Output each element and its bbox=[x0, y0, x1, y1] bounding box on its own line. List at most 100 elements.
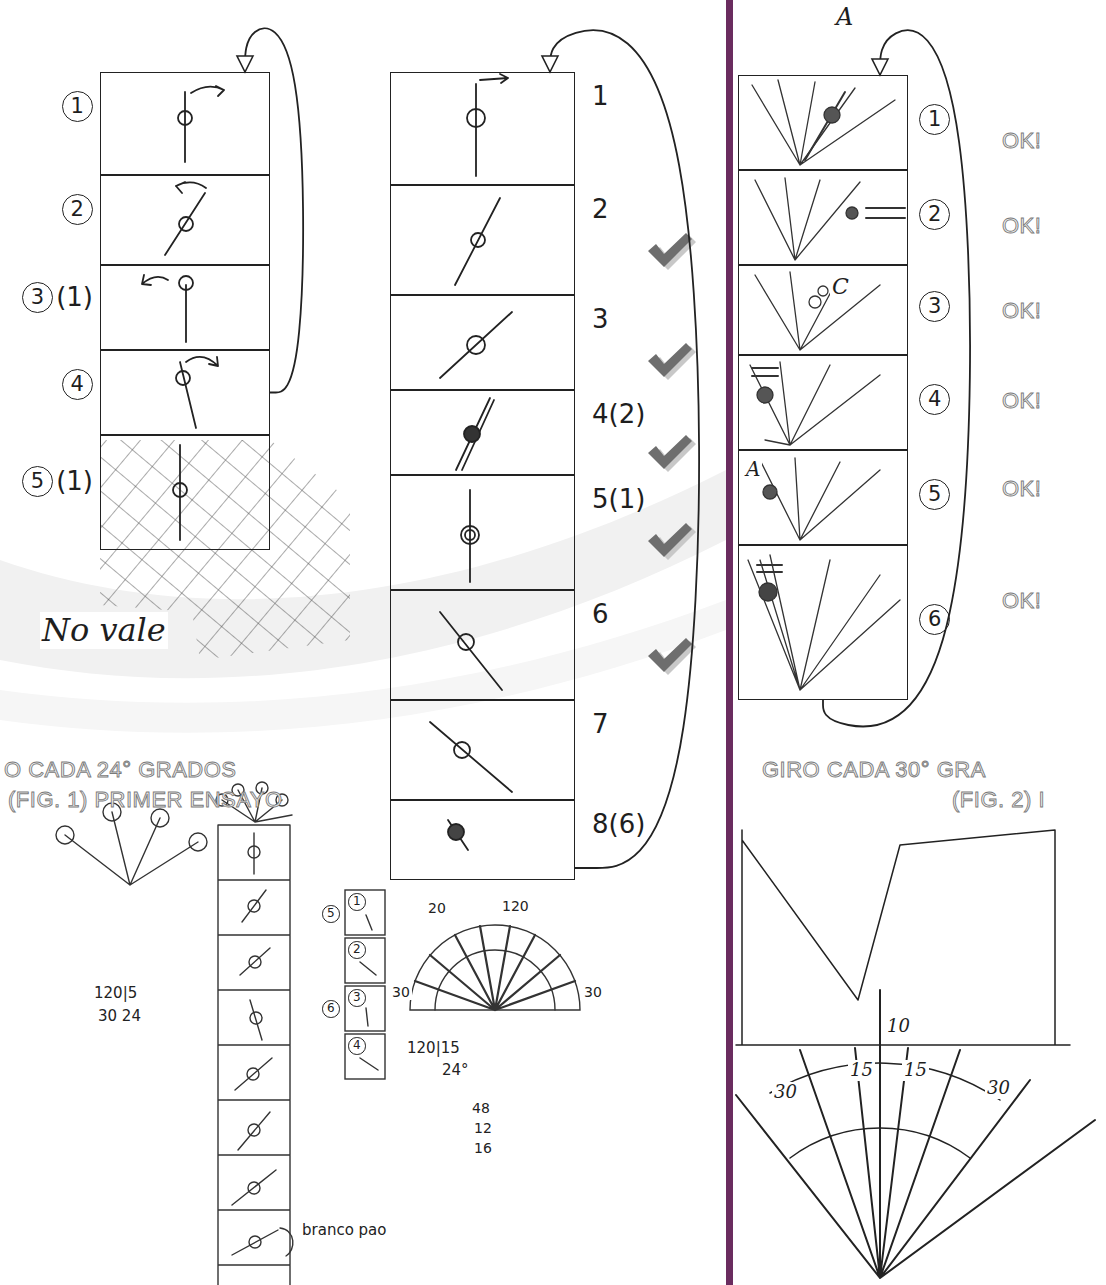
sketch-stroke bbox=[648, 638, 696, 675]
sketch-stroke bbox=[648, 343, 696, 380]
rod-sketch bbox=[471, 233, 485, 247]
frame-number: 6 bbox=[919, 604, 950, 635]
frame-number: 3 bbox=[919, 291, 950, 322]
calculation-text: 120|15 bbox=[405, 1040, 462, 1057]
sketch-stroke bbox=[648, 638, 692, 672]
frame-number: 2 bbox=[919, 199, 950, 230]
film-frame: 3(1) bbox=[100, 265, 270, 350]
sketch-stroke bbox=[648, 435, 692, 469]
film-frame: 4 bbox=[738, 355, 908, 450]
rotation-study-sketch bbox=[249, 1236, 261, 1248]
rotation-study-sketch bbox=[248, 1182, 260, 1194]
fan-sketch bbox=[846, 207, 858, 219]
callout-number: 3 bbox=[348, 989, 366, 1007]
fan-sketch bbox=[818, 286, 828, 296]
loop-arrow bbox=[550, 30, 699, 868]
status-text: OK! bbox=[1002, 388, 1041, 413]
film-frame: 5(1) bbox=[390, 475, 575, 590]
rod-sketch bbox=[440, 612, 502, 690]
film-frame: 1 bbox=[390, 72, 575, 185]
rod-sketch bbox=[165, 182, 206, 255]
rotation-study-sketch bbox=[248, 846, 260, 858]
angle-diagram bbox=[790, 1128, 970, 1158]
angle-label: 30 bbox=[772, 1082, 799, 1103]
frame-number: 2 bbox=[592, 194, 609, 225]
fan-sketch bbox=[809, 296, 821, 308]
calculation-text: 120|5 bbox=[92, 985, 139, 1002]
rod-sketch bbox=[448, 820, 468, 850]
protractor-sketch bbox=[345, 938, 385, 983]
callout-number: 5 bbox=[322, 905, 340, 923]
fan-sketch bbox=[748, 80, 905, 690]
rotation-study-sketch bbox=[280, 1228, 293, 1256]
film-frame: 5 bbox=[738, 450, 908, 545]
rod-sketch bbox=[179, 445, 181, 540]
frame-number: 5(1) bbox=[592, 484, 645, 515]
frame-number: 1 bbox=[592, 81, 609, 112]
frame-number: 1 bbox=[919, 104, 950, 135]
fan-sketch bbox=[757, 565, 782, 572]
frame-number: 4 bbox=[62, 369, 93, 400]
film-frame: 3 bbox=[390, 295, 575, 390]
rotation-study-sketch bbox=[232, 833, 278, 1255]
fan-sketch bbox=[763, 485, 777, 499]
angle-label: 10 bbox=[885, 1016, 912, 1037]
figure-caption: O CADA 24° GRADOS bbox=[4, 757, 236, 782]
film-frame: 3 bbox=[738, 265, 908, 355]
angle-label: 15 bbox=[902, 1060, 929, 1081]
status-text: OK! bbox=[1002, 588, 1041, 613]
frame-number: 2 bbox=[919, 199, 950, 230]
frame-number: 2 bbox=[62, 194, 93, 225]
sketch-stroke bbox=[648, 523, 696, 560]
rod-sketch bbox=[173, 483, 187, 497]
angle-diagram bbox=[736, 990, 1095, 1278]
protractor-sketch bbox=[345, 890, 385, 935]
frame-number: 3 bbox=[22, 282, 53, 313]
rod-sketch bbox=[456, 398, 494, 470]
rotation-study-sketch bbox=[56, 782, 293, 1285]
loop-arrow bbox=[823, 30, 970, 726]
frame-number: 6 bbox=[592, 599, 609, 630]
film-frame: 8(6) bbox=[390, 800, 575, 880]
frame-number: 4 bbox=[919, 384, 950, 415]
rod-sketch bbox=[142, 74, 512, 850]
sketch-stroke bbox=[648, 233, 692, 267]
rod-sketch bbox=[467, 336, 485, 354]
frame-number: 5(1) bbox=[592, 484, 645, 515]
film-frame: 1 bbox=[100, 72, 270, 175]
film-frame: 6 bbox=[390, 590, 575, 700]
fan-sketch bbox=[748, 555, 900, 690]
figure-caption: (FIG. 2) I bbox=[952, 787, 1045, 812]
frame-number: 1 bbox=[62, 91, 93, 122]
frame-number: 5(1) bbox=[22, 466, 93, 497]
angle-label: 15 bbox=[848, 1060, 875, 1081]
angle-label: 120 bbox=[500, 898, 531, 914]
fan-sketch bbox=[750, 362, 880, 445]
protractor-sketch bbox=[410, 925, 580, 1010]
angle-label: 20 bbox=[426, 900, 448, 916]
film-frame: 4(2) bbox=[390, 390, 575, 475]
rod-sketch bbox=[469, 490, 471, 582]
rotation-study-sketch bbox=[249, 956, 261, 968]
rod-sketch bbox=[430, 722, 512, 792]
film-frame: 2 bbox=[738, 170, 908, 265]
divider-bar bbox=[726, 0, 733, 1285]
frame-number: 3 bbox=[592, 304, 609, 335]
callout-number: 2 bbox=[348, 941, 366, 959]
note-text: No vale bbox=[40, 612, 168, 649]
frame-number: 1 bbox=[592, 81, 609, 112]
angle-label: 30 bbox=[390, 984, 412, 1000]
calculation-text: 24° bbox=[440, 1062, 471, 1079]
rod-sketch bbox=[179, 217, 193, 231]
frame-number: 5 bbox=[919, 479, 950, 510]
rod-sketch bbox=[461, 526, 479, 544]
protractor-sketch bbox=[345, 1034, 385, 1079]
rod-sketch bbox=[454, 742, 470, 758]
fan-sketch bbox=[824, 107, 840, 123]
figure-caption: GIRO CADA 30° GRA bbox=[762, 757, 986, 782]
film-frame: 7 bbox=[390, 700, 575, 800]
protractor-sketch bbox=[415, 926, 575, 1010]
status-text: OK! bbox=[1002, 213, 1041, 238]
rod-sketch bbox=[448, 824, 464, 840]
frame-number: 5 bbox=[22, 466, 53, 497]
